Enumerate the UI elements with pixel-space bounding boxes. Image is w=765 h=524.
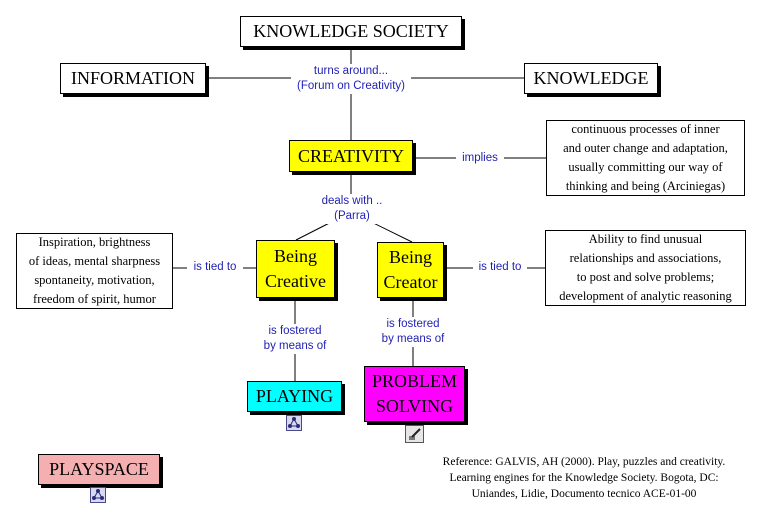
- concept-knowledge-society-label: KNOWLEDGE SOCIETY: [253, 21, 449, 41]
- link-tied-to-right-text: is tied to: [478, 261, 522, 273]
- link-turns-around: turns around... (Forum on Creativity): [291, 64, 411, 94]
- link-implies-text: implies: [462, 152, 498, 164]
- creator-desc-line: relationships and associations,: [569, 251, 722, 265]
- link-fostered-left-line2: by means of: [263, 340, 327, 352]
- creator-desc-line: development of analytic reasoning: [559, 289, 732, 303]
- link-tied-to-left: is tied to: [187, 260, 243, 275]
- concept-information-label: INFORMATION: [70, 68, 195, 88]
- link-fostered-right-line1: is fostered: [386, 318, 440, 330]
- creative-desc-line: Inspiration, brightness: [38, 235, 151, 249]
- concept-being-creative-line1: Being: [274, 246, 317, 266]
- concept-being-creative[interactable]: Being Creative: [256, 240, 335, 298]
- concept-knowledge-society[interactable]: KNOWLEDGE SOCIETY: [240, 16, 462, 47]
- link-fostered-right-line2: by means of: [381, 333, 445, 345]
- link-fostered-right: is fostered by means of: [375, 317, 451, 347]
- concept-playing[interactable]: PLAYING: [247, 381, 342, 412]
- reference-line: Learning engines for the Knowledge Socie…: [449, 472, 719, 484]
- concept-playing-label: PLAYING: [255, 386, 334, 406]
- link-tied-to-left-text: is tied to: [193, 261, 237, 273]
- network-icon-glyph: [92, 489, 104, 500]
- concept-information[interactable]: INFORMATION: [60, 63, 206, 94]
- concept-problem-solving-line1: PROBLEM: [371, 371, 458, 391]
- creative-description: Inspiration, brightness of ideas, mental…: [16, 233, 173, 309]
- concept-being-creator-line2: Creator: [383, 272, 438, 292]
- link-deals-with-line1: deals with ..: [321, 195, 383, 207]
- link-fostered-left: is fostered by means of: [257, 324, 333, 354]
- concept-playspace[interactable]: PLAYSPACE: [38, 454, 160, 485]
- concept-problem-solving-line2: SOLVING: [375, 396, 454, 416]
- link-fostered-left-line1: is fostered: [268, 325, 322, 337]
- creativity-description: continuous processes of inner and outer …: [546, 120, 745, 196]
- link-implies: implies: [456, 151, 504, 166]
- concept-creativity-label: CREATIVITY: [298, 145, 404, 166]
- creativity-desc-line: usually committing our way of: [568, 160, 723, 174]
- creative-desc-line: spontaneity, motivation,: [34, 273, 155, 287]
- creator-desc-line: Ability to find unusual: [588, 232, 703, 246]
- concept-knowledge-label: KNOWLEDGE: [533, 68, 649, 88]
- creativity-desc-line: and outer change and adaptation,: [563, 141, 728, 155]
- reference-citation: Reference: GALVIS, AH (2000). Play, puzz…: [420, 454, 748, 502]
- creator-desc-line: to post and solve problems;: [576, 270, 715, 284]
- concept-being-creator[interactable]: Being Creator: [377, 242, 444, 298]
- network-icon-glyph: [288, 417, 300, 428]
- creator-description: Ability to find unusual relationships an…: [545, 230, 746, 306]
- link-deals-with-line2: (Parra): [334, 210, 370, 222]
- reference-line: Uniandes, Lidie, Documento tecnico ACE-0…: [471, 488, 697, 500]
- network-icon[interactable]: [286, 415, 302, 431]
- link-turns-around-line1: turns around...: [313, 65, 389, 77]
- creative-desc-line: freedom of spirit, humor: [33, 292, 156, 306]
- concept-problem-solving[interactable]: PROBLEM SOLVING: [364, 366, 465, 422]
- link-tied-to-right: is tied to: [473, 260, 527, 275]
- creative-desc-line: of ideas, mental sharpness: [28, 254, 161, 268]
- concept-being-creator-line1: Being: [389, 247, 432, 267]
- link-turns-around-line2: (Forum on Creativity): [297, 80, 405, 92]
- creativity-desc-line: continuous processes of inner: [571, 122, 720, 136]
- pen-icon-glyph: [408, 428, 421, 440]
- reference-line: Reference: GALVIS, AH (2000). Play, puzz…: [442, 456, 726, 468]
- pen-icon[interactable]: [405, 425, 424, 443]
- creativity-desc-line: thinking and being (Arciniegas): [565, 179, 726, 193]
- concept-playspace-label: PLAYSPACE: [49, 459, 149, 479]
- concept-being-creative-line2: Creative: [265, 271, 326, 291]
- concept-creativity[interactable]: CREATIVITY: [289, 140, 413, 172]
- network-icon[interactable]: [90, 487, 106, 503]
- link-deals-with: deals with .. (Parra): [313, 194, 391, 224]
- concept-knowledge[interactable]: KNOWLEDGE: [524, 63, 658, 94]
